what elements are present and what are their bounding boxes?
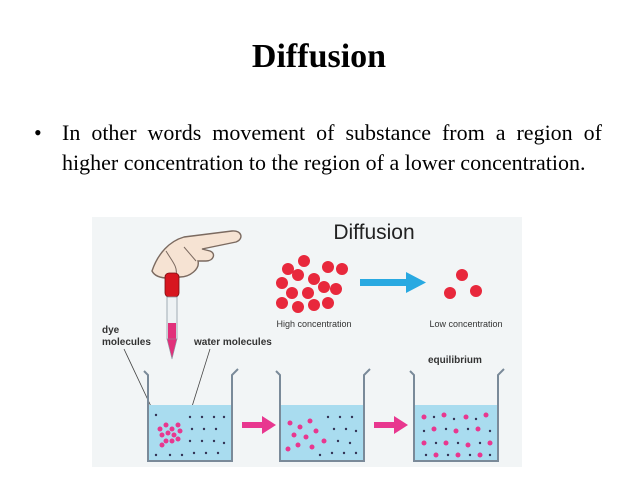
slide-title: Diffusion	[251, 38, 387, 75]
bullet-point: • In other words movement of substance f…	[34, 118, 602, 178]
dye-label-line2: molecules	[102, 337, 151, 348]
beaker-2	[275, 368, 371, 462]
high-concentration-label: High concentration	[276, 319, 351, 329]
water-label: water molecules	[193, 337, 272, 348]
equilibrium-label: equilibrium	[428, 355, 482, 366]
beaker-1	[143, 368, 239, 462]
low-concentration-cluster	[444, 269, 482, 299]
dropper-icon	[164, 272, 180, 360]
right-arrow-icon	[374, 416, 408, 434]
right-arrow-icon	[242, 416, 276, 434]
high-concentration-cluster	[276, 255, 348, 313]
low-concentration-label: Low concentration	[429, 319, 502, 329]
water-pointer-line	[189, 348, 211, 414]
bullet-dot: •	[34, 120, 42, 145]
diffusion-illustration: Diffusion dye molecules water molecules …	[92, 217, 522, 467]
figure-title: Diffusion	[333, 221, 414, 244]
beaker-3	[409, 368, 505, 462]
right-arrow-icon	[360, 272, 426, 293]
dye-label-line1: dye	[102, 325, 120, 336]
bullet-text: In other words movement of substance fro…	[62, 120, 602, 175]
